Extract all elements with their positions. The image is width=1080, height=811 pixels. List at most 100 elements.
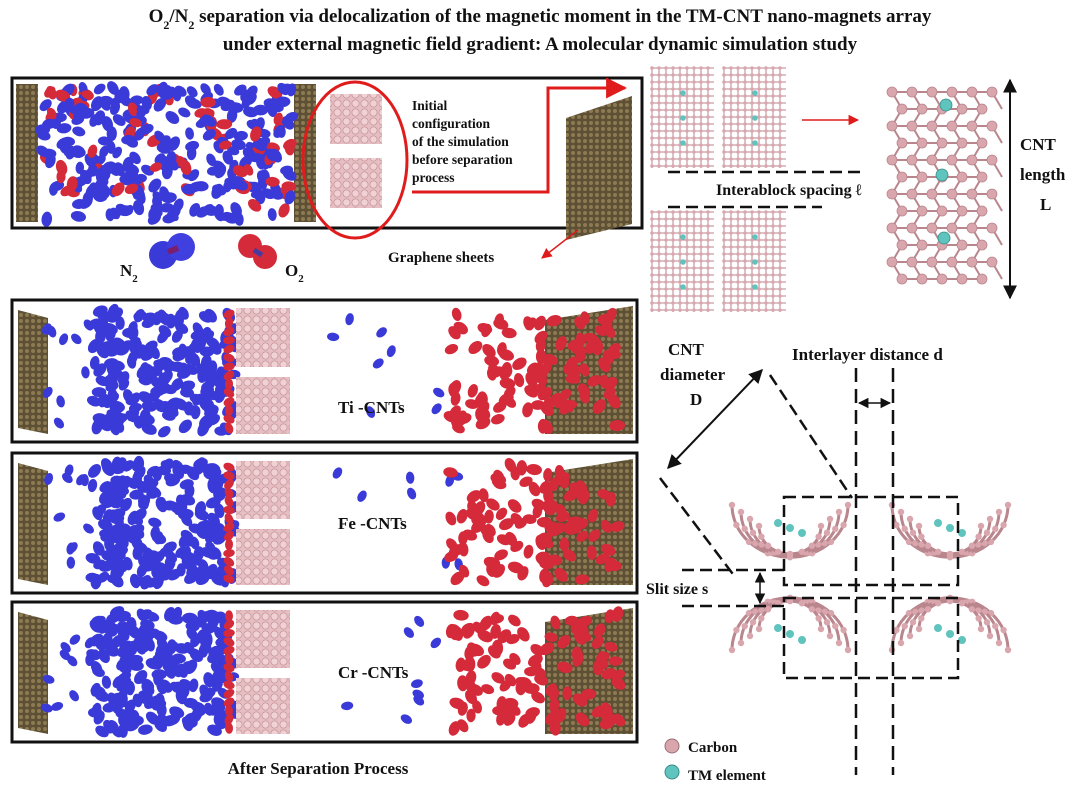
gas-molecule xyxy=(105,381,119,392)
gas-molecule xyxy=(109,421,121,436)
gas-molecule xyxy=(189,648,204,663)
gas-molecule xyxy=(136,105,150,115)
gas-molecule xyxy=(273,125,285,138)
o2-molecule-icon xyxy=(238,234,277,269)
gas-molecule xyxy=(216,119,231,129)
gas-molecule xyxy=(181,514,193,527)
gas-molecule xyxy=(59,649,71,661)
gas-molecule xyxy=(99,145,109,158)
gas-molecule xyxy=(536,372,548,386)
gas-molecule xyxy=(159,371,172,386)
gas-molecule xyxy=(153,97,167,112)
gas-molecule xyxy=(494,549,508,561)
gas-molecule xyxy=(42,118,57,130)
gas-molecule xyxy=(547,523,563,537)
gas-molecule xyxy=(601,543,616,556)
cnt-length-label: CNT length L xyxy=(1020,135,1070,214)
gas-molecule xyxy=(457,719,469,733)
gas-molecule xyxy=(535,349,547,365)
gas-molecule xyxy=(70,210,86,222)
gas-molecule xyxy=(604,325,616,338)
gas-molecule xyxy=(543,468,553,482)
gas-molecule xyxy=(501,327,517,339)
gas-molecule xyxy=(274,96,291,108)
gas-molecule xyxy=(468,340,483,355)
gas-molecule xyxy=(42,386,53,398)
gas-molecule xyxy=(223,462,235,472)
gas-molecule xyxy=(91,702,102,716)
gas-molecule xyxy=(154,531,164,545)
gas-molecule xyxy=(223,388,235,398)
gas-molecule xyxy=(270,190,284,200)
gas-molecule xyxy=(573,352,586,364)
gas-molecule xyxy=(53,512,66,522)
gas-molecule xyxy=(112,698,124,714)
gas-molecule xyxy=(565,372,581,384)
gas-molecule xyxy=(110,476,126,488)
gas-molecule xyxy=(223,505,235,515)
gas-molecule xyxy=(223,353,235,363)
gas-molecule xyxy=(211,183,224,199)
gas-molecule xyxy=(119,671,132,682)
after-panel: Fe -CNTs xyxy=(10,451,639,595)
gas-molecule xyxy=(152,467,162,482)
gas-molecule xyxy=(127,324,139,341)
gas-molecule xyxy=(206,413,221,426)
gas-molecule xyxy=(59,333,69,346)
tm-zone-lower xyxy=(782,596,960,680)
gas-molecule xyxy=(480,524,495,538)
gas-molecule xyxy=(84,167,95,180)
gas-molecule xyxy=(93,83,106,95)
gas-molecule xyxy=(224,378,234,390)
gas-molecule xyxy=(168,204,181,219)
gas-molecule xyxy=(85,183,98,199)
gas-molecule xyxy=(537,418,549,434)
gas-molecule xyxy=(109,360,125,372)
gas-molecule xyxy=(223,362,235,371)
gas-molecule xyxy=(203,672,215,688)
gas-molecule xyxy=(484,509,494,524)
gas-molecule xyxy=(164,473,179,484)
cnt-block-top xyxy=(330,94,382,144)
gas-molecule xyxy=(571,646,583,663)
gas-molecule xyxy=(473,501,486,516)
gas-molecule xyxy=(138,609,153,621)
cnt-column xyxy=(650,210,714,312)
gas-molecule xyxy=(542,500,555,516)
gas-molecule xyxy=(444,343,459,355)
gas-molecule xyxy=(189,181,204,192)
gas-molecule xyxy=(178,419,192,434)
gas-molecule xyxy=(79,196,93,209)
gas-molecule xyxy=(149,162,163,172)
interlayer-distance-label: Interlayer distance d xyxy=(792,345,943,364)
gas-molecule xyxy=(124,183,139,195)
gas-molecule xyxy=(90,573,102,590)
gas-molecule xyxy=(169,706,185,719)
initial-configuration-label: Initial configuration of the simulation … xyxy=(412,98,516,185)
gas-molecule xyxy=(134,670,148,685)
gas-molecule xyxy=(101,461,115,477)
cnt-block-top xyxy=(236,461,290,519)
gas-molecule xyxy=(554,567,568,582)
gas-molecule xyxy=(481,684,495,695)
gas-molecule xyxy=(595,553,610,565)
gas-molecule xyxy=(125,719,140,732)
gas-molecule xyxy=(539,572,554,585)
gas-molecule xyxy=(107,311,120,322)
gas-molecule xyxy=(492,563,506,578)
gas-molecule xyxy=(224,479,234,490)
interblock-spacing-label: Interablock spacing ℓ xyxy=(716,182,863,199)
gas-molecule xyxy=(509,652,521,665)
gas-molecule xyxy=(172,88,182,102)
gas-molecule xyxy=(211,698,226,712)
after-separation-caption: After Separation Process xyxy=(228,759,409,778)
slit-size-label: Slit size s xyxy=(646,581,708,598)
gas-molecule xyxy=(327,332,340,342)
gas-molecule xyxy=(137,633,153,645)
gas-molecule xyxy=(103,719,115,733)
gas-molecule xyxy=(112,411,125,425)
gas-molecule xyxy=(267,208,277,221)
gas-molecule xyxy=(120,497,132,512)
gas-molecule xyxy=(495,507,508,520)
gas-molecule xyxy=(505,531,518,547)
